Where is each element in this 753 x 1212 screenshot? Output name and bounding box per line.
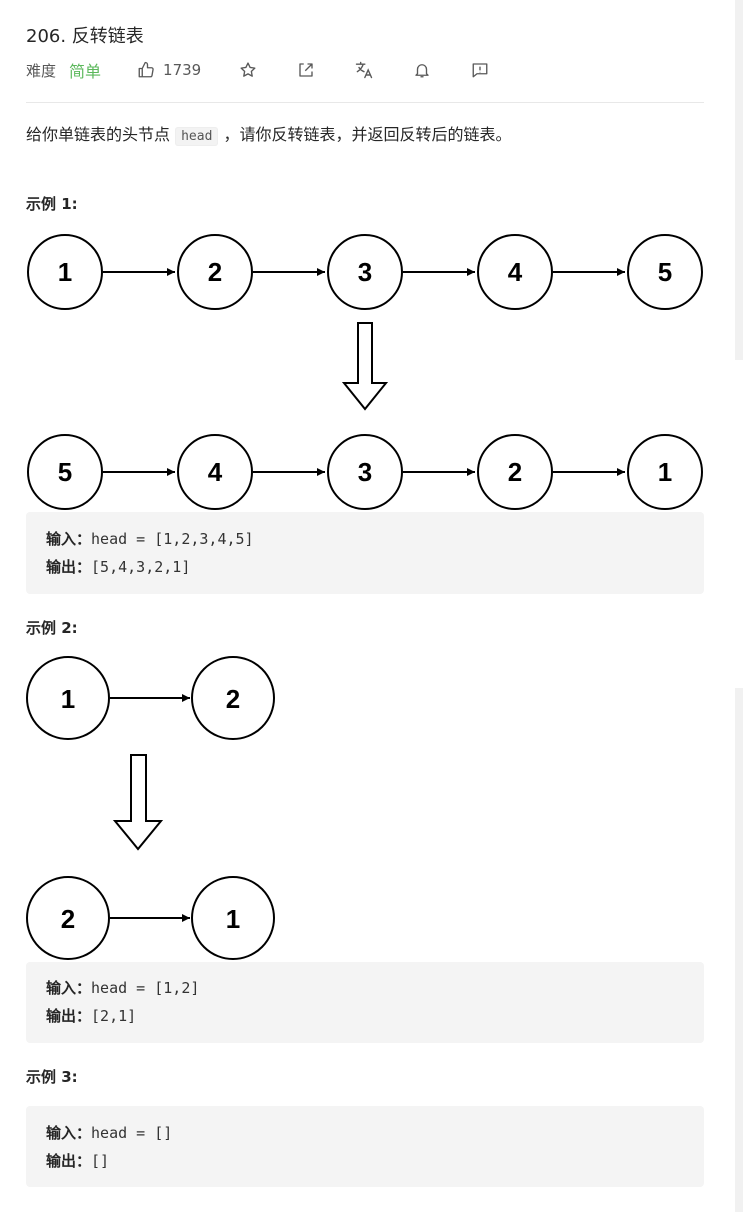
example-1-list-after: 5 4 3 2 1 — [27, 434, 703, 510]
node-value: 1 — [61, 684, 75, 714]
node-value: 4 — [208, 457, 223, 487]
node-value: 3 — [358, 257, 372, 287]
list-node — [27, 434, 103, 510]
output-value: [2,1] — [91, 1007, 137, 1025]
description-text-1: 给你单链表的头节点 — [26, 125, 171, 144]
input-value: head = [1,2,3,4,5] — [91, 530, 254, 548]
list-node — [27, 234, 103, 310]
output-label: 输出： — [46, 558, 92, 576]
list-node — [327, 234, 403, 310]
example-2-list-after: 2 1 — [26, 876, 275, 960]
down-arrow-icon — [112, 754, 164, 851]
bell-icon — [413, 61, 431, 79]
list-node — [26, 656, 110, 740]
difficulty-badge: 简单 — [69, 62, 102, 81]
list-node — [627, 434, 703, 510]
output-label: 输出： — [46, 1007, 92, 1025]
list-node — [191, 876, 275, 960]
list-node — [191, 656, 275, 740]
list-node — [627, 234, 703, 310]
node-value: 2 — [508, 457, 522, 487]
list-node — [26, 876, 110, 960]
input-value: head = [1,2] — [91, 979, 200, 997]
star-icon — [239, 61, 257, 79]
favorite-button[interactable] — [237, 59, 259, 81]
share-button[interactable] — [295, 59, 317, 81]
node-value: 1 — [58, 257, 72, 287]
list-node — [477, 234, 553, 310]
inline-code-head: head — [175, 127, 219, 146]
list-node — [327, 434, 403, 510]
example-2-io: 输入：head = [1,2] 输出：[2,1] — [26, 962, 704, 1043]
example-3-title: 示例 3: — [26, 1068, 78, 1086]
node-value: 2 — [208, 257, 222, 287]
node-value: 1 — [226, 904, 240, 934]
description-text-2: ，请你反转链表，并返回反转后的链表。 — [223, 125, 512, 144]
example-1-io: 输入：head = [1,2,3,4,5] 输出：[5,4,3,2,1] — [26, 512, 704, 594]
list-node — [477, 434, 553, 510]
input-value: head = [] — [91, 1124, 173, 1142]
output-value: [] — [91, 1152, 110, 1170]
node-value: 4 — [508, 257, 523, 287]
notify-button[interactable] — [411, 59, 433, 81]
output-label: 输出： — [46, 1152, 92, 1170]
example-2-list-before: 1 2 — [26, 656, 275, 740]
output-value: [5,4,3,2,1] — [91, 558, 191, 576]
feedback-icon — [471, 61, 489, 79]
feedback-button[interactable] — [469, 59, 491, 81]
node-value: 3 — [358, 457, 372, 487]
thumbs-up-icon — [137, 61, 163, 79]
node-value: 5 — [658, 257, 672, 287]
like-count: 1739 — [163, 61, 202, 79]
example-1-list-before: 1 2 3 4 5 — [27, 234, 703, 310]
list-node — [177, 234, 253, 310]
translate-button[interactable] — [353, 59, 375, 81]
scrollbar-upper[interactable] — [735, 0, 743, 360]
down-arrow-icon — [341, 322, 389, 411]
share-icon — [297, 61, 315, 79]
example-2-title: 示例 2: — [26, 619, 78, 637]
translate-icon — [354, 60, 374, 80]
difficulty-label: 难度 — [26, 61, 57, 80]
like-button[interactable]: 1739 — [137, 61, 201, 79]
header-divider — [26, 102, 704, 103]
node-value: 2 — [61, 904, 75, 934]
problem-title: 206. 反转链表 — [26, 26, 144, 47]
node-value: 2 — [226, 684, 240, 714]
problem-meta-bar: 难度 简单 1739 — [26, 58, 527, 82]
node-value: 1 — [658, 457, 672, 487]
problem-description: 给你单链表的头节点 head ，请你反转链表，并返回反转后的链表。 — [26, 122, 512, 150]
input-label: 输入： — [46, 530, 92, 548]
input-label: 输入： — [46, 979, 92, 997]
list-node — [177, 434, 253, 510]
scrollbar-lower[interactable] — [735, 688, 743, 1212]
example-3-io: 输入：head = [] 输出：[] — [26, 1106, 704, 1187]
input-label: 输入： — [46, 1124, 92, 1142]
node-value: 5 — [58, 457, 72, 487]
example-1-title: 示例 1: — [26, 195, 78, 213]
